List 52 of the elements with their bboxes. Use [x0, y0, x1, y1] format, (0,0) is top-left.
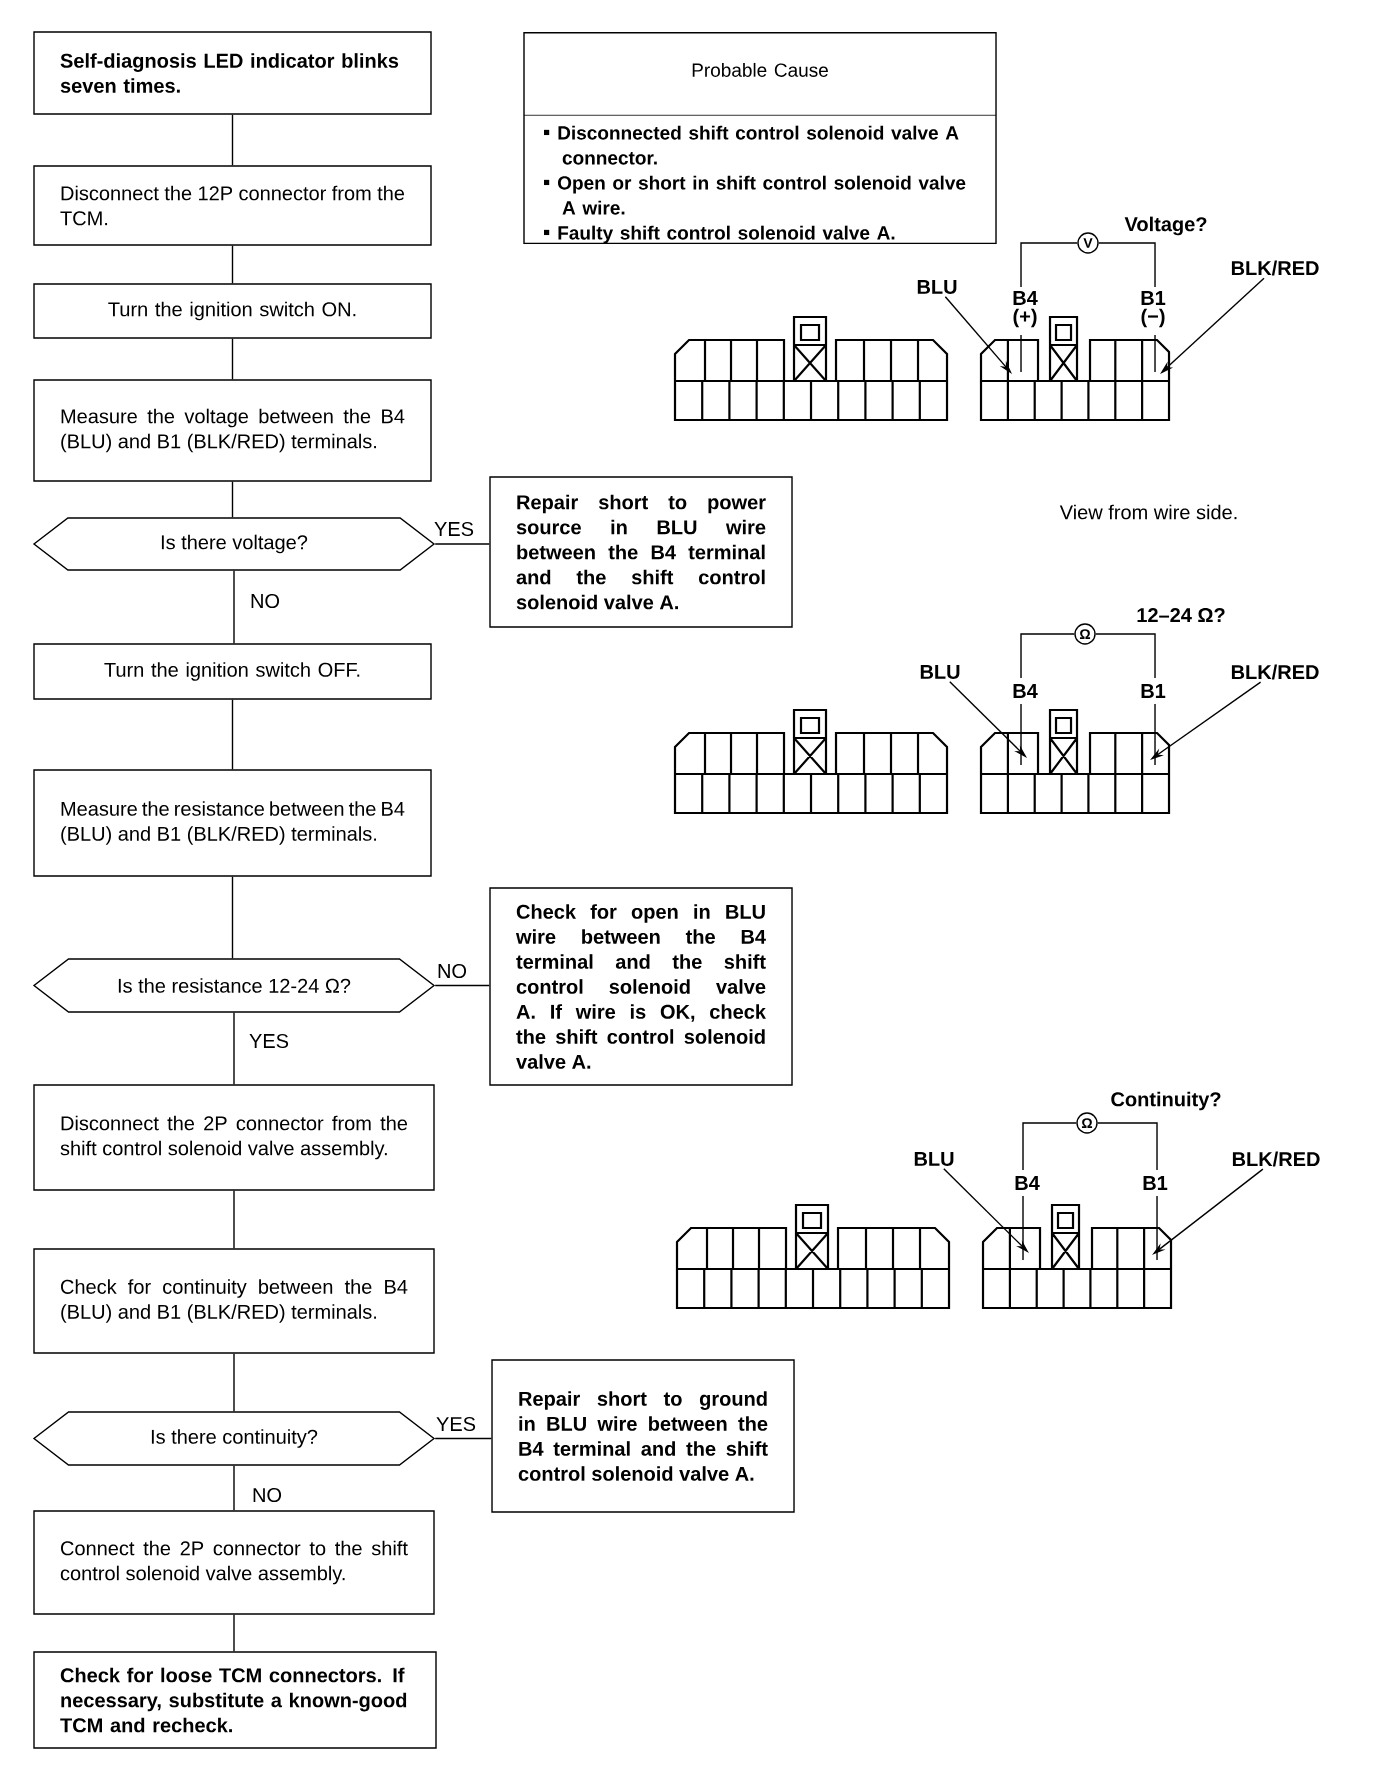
- process-box: Repair short to power source in BLU wire between the B4 terminal and the shift control solenoid valve A.: [489, 476, 793, 628]
- connector-line: [231, 114, 234, 166]
- terminal-label: B4: [1013, 684, 1038, 698]
- connector-line: [231, 245, 234, 284]
- connector-line: [231, 481, 234, 518]
- terminal-label: B1: [1143, 1176, 1168, 1190]
- connector-line: [233, 570, 235, 644]
- polarity-label: (−): [1141, 308, 1165, 328]
- question-label: Continuity?: [1111, 1091, 1221, 1111]
- connector-line: [233, 1190, 235, 1249]
- process-box: Check for continuity between the B4 (BLU) and B1 (BLK/RED) terminals.: [33, 1248, 435, 1354]
- terminal-label: B4: [1013, 291, 1038, 305]
- connector-line: [434, 1437, 492, 1440]
- view-note: View from wire side.: [1059, 504, 1237, 520]
- process-box: Measure the resistance between the B4 (BLU) and B1 (BLK/RED) terminals.: [33, 769, 432, 877]
- connector-line: [231, 699, 234, 770]
- question-label: Voltage?: [1124, 216, 1207, 236]
- process-box: Connect the 2P connector to the shift control solenoid valve assembly.: [33, 1510, 435, 1615]
- process-box: Repair short to ground in BLU wire between the B4 terminal and the shift control solenoid valve A.: [491, 1359, 795, 1513]
- wire-color-label: BLK/RED: [1231, 664, 1319, 680]
- connector-line: [233, 1614, 235, 1652]
- wire-color-label: BLU: [917, 280, 957, 294]
- process-box: Turn the ignition switch ON.: [33, 283, 432, 339]
- wire-color-label: BLK/RED: [1232, 1151, 1320, 1167]
- edge-label: YES: [247, 1031, 291, 1051]
- edge-label: NO: [435, 961, 469, 981]
- connector-line: [233, 1465, 235, 1511]
- connector-line: [231, 876, 234, 959]
- process-box: Check for loose TCM connectors. If necessary, substitute a known-good TCM and recheck.: [33, 1651, 437, 1749]
- cause-box: Probable Cause Disconnected shift control solenoid valve A connector. Open or short in shift control solenoid valve A wire. Faulty shift control solenoid valve A.: [523, 32, 997, 245]
- process-box: Measure the voltage between the B4 (BLU) and B1 (BLK/RED) terminals.: [33, 379, 432, 482]
- process-box: Disconnect the 2P connector from the shift control solenoid valve assembly.: [33, 1084, 435, 1191]
- process-box: Disconnect the 12P connector from the TCM.: [33, 165, 432, 246]
- wire-color-label: BLU: [920, 665, 960, 679]
- edge-label: NO: [250, 1485, 284, 1505]
- connector-line: [233, 1012, 235, 1085]
- terminal-label: B4: [1015, 1176, 1040, 1190]
- process-box: Turn the ignition switch OFF.: [33, 643, 432, 700]
- polarity-label: (+): [1013, 308, 1037, 328]
- connector-line: [233, 1353, 235, 1412]
- terminal-label: B1: [1141, 291, 1166, 305]
- wire-color-label: BLU: [914, 1152, 954, 1166]
- process-box: Check for open in BLU wire between the B4 terminal and the shift control solenoid valve A. If wire is OK, check the shift control solenoid valve A.: [489, 887, 793, 1086]
- question-label: 12–24 Ω?: [1137, 608, 1225, 622]
- terminal-label: B1: [1141, 684, 1166, 698]
- wire-color-label: BLK/RED: [1231, 260, 1319, 276]
- connector-line: [231, 338, 234, 380]
- connector-line: [434, 543, 490, 545]
- edge-label: YES: [434, 1414, 478, 1434]
- process-box: Self-diagnosis LED indicator blinks seven times.: [33, 31, 432, 115]
- edge-label: NO: [248, 591, 282, 611]
- connector-line: [434, 984, 490, 987]
